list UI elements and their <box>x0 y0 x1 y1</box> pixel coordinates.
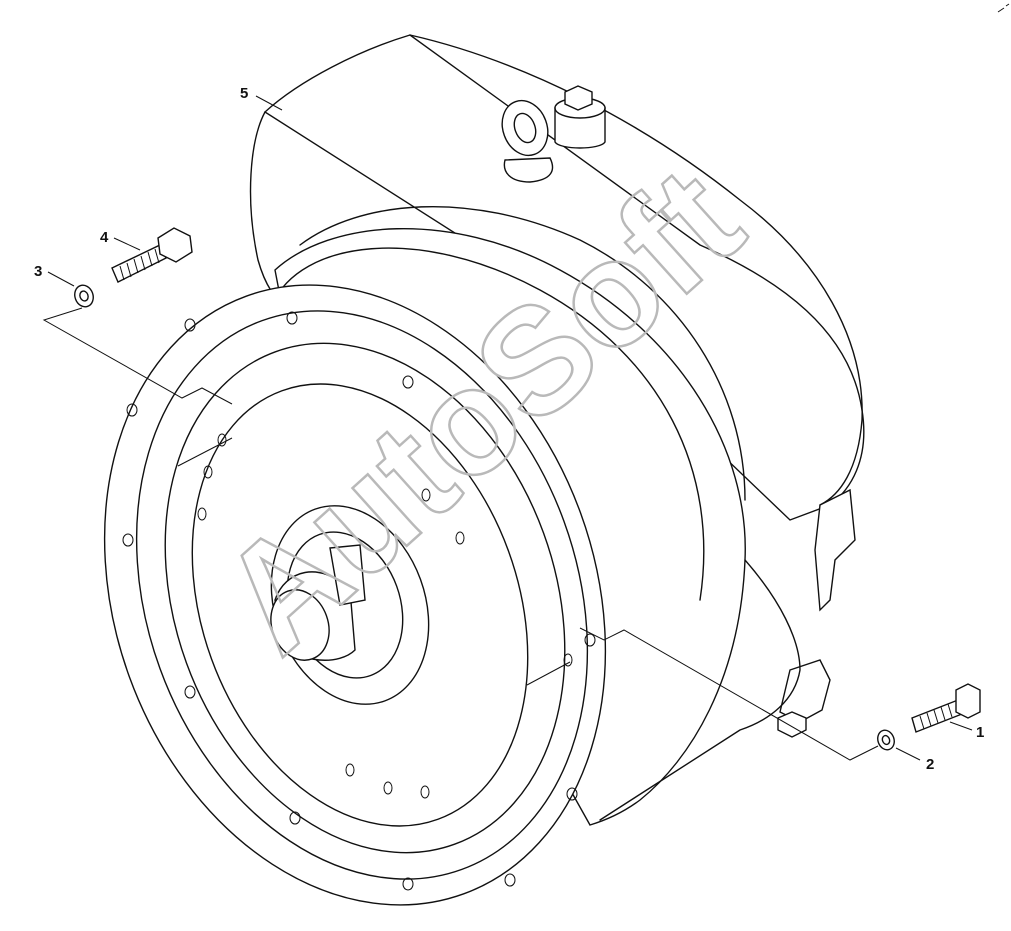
drum-rear-ellipse <box>271 247 705 601</box>
callout-2: 2 <box>926 756 934 773</box>
bottom-nut <box>777 711 807 738</box>
bottom-boss <box>779 659 831 723</box>
callout-tick-2 <box>895 747 921 761</box>
leader-line-lower-axis <box>526 661 571 686</box>
flange-bolt-holes <box>122 311 596 891</box>
flange-recess <box>164 342 566 854</box>
cover-disc <box>191 383 529 827</box>
leader-line-upper-axis <box>177 437 233 467</box>
side-bracket <box>814 488 856 612</box>
leader-line-lower <box>579 627 879 761</box>
part-4-bolt <box>111 227 193 283</box>
callout-5: 5 <box>240 85 248 102</box>
callout-1: 1 <box>976 724 984 741</box>
part-2-washer <box>877 729 895 751</box>
callout-3: 3 <box>34 263 42 280</box>
callout-tick-3 <box>47 271 75 287</box>
part-1-bolt <box>911 683 981 733</box>
part-3-washer <box>74 284 94 308</box>
top-plug-nut <box>554 85 606 149</box>
lifting-eye <box>501 99 554 183</box>
cover-disc-holes <box>197 433 573 799</box>
housing-top-edge <box>409 34 863 506</box>
callout-tick-1 <box>949 721 973 731</box>
mounting-flange <box>103 284 607 906</box>
flange-inner-ring <box>135 310 589 880</box>
leader-line-upper <box>42 307 233 405</box>
output-shaft <box>270 544 366 661</box>
housing-inner-rim <box>299 205 746 501</box>
corner-mark <box>997 3 1010 13</box>
callout-4: 4 <box>100 229 109 246</box>
housing-lower-edge <box>599 559 801 821</box>
callout-tick-4 <box>113 237 141 251</box>
callout-tick-5 <box>255 95 283 111</box>
